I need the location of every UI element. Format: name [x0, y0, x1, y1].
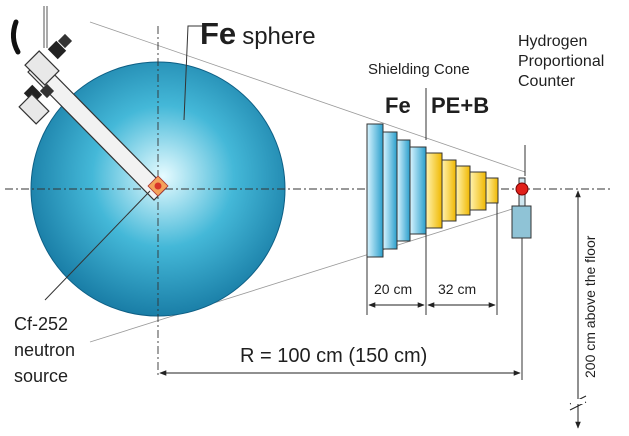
pe-plate [469, 171, 487, 211]
tube-bolt-upper [47, 40, 67, 60]
pe-b-cone-label: PE+B [431, 93, 489, 118]
source-label-line3: source [14, 366, 68, 386]
pe-thickness-label: 32 cm [438, 281, 476, 297]
fe-plate [382, 131, 398, 250]
pe-shield-plates [425, 152, 499, 229]
fe-plate [409, 146, 427, 235]
height-label: 200 cm above the floor [582, 235, 598, 378]
source-label-line1: Cf-252 [14, 314, 68, 334]
hydrogen-proportional-counter [511, 145, 532, 239]
source-label-line2: neutron [14, 340, 75, 360]
tube-clamp-lower [18, 93, 50, 125]
detector-label-line1: Hydrogen [518, 33, 587, 50]
tube-clamp [24, 50, 60, 86]
shielding-cone-label: Shielding Cone [368, 61, 470, 78]
height-break-gap [571, 399, 585, 404]
tube-cable [10, 19, 21, 55]
center-axes [5, 26, 610, 378]
fe-plate [366, 123, 384, 258]
thickness-extension-lines [366, 88, 498, 315]
fe-plate [396, 139, 411, 242]
sphere-label-pointer [183, 25, 205, 121]
cf252-source [147, 175, 169, 197]
detector-body [511, 205, 532, 239]
pe-plate [455, 165, 471, 216]
source-guide-tube [10, 6, 167, 201]
detector-sensitive-volume [515, 182, 529, 196]
tube-bolt-lower [23, 84, 43, 104]
distance-label: R = 100 cm (150 cm) [240, 345, 427, 367]
fe-thickness-label: 20 cm [374, 281, 412, 297]
pe-plate [425, 152, 443, 229]
detector-label-line3: Counter [518, 73, 576, 90]
pe-plate [485, 177, 499, 204]
cone-outline-lines [89, 21, 526, 343]
fe-shield-plates [366, 123, 427, 258]
source-pointer-line [44, 190, 151, 301]
fe-cone-label: Fe [385, 93, 411, 118]
detector-label-line2: Proportional [518, 53, 604, 70]
pe-plate [441, 159, 457, 222]
